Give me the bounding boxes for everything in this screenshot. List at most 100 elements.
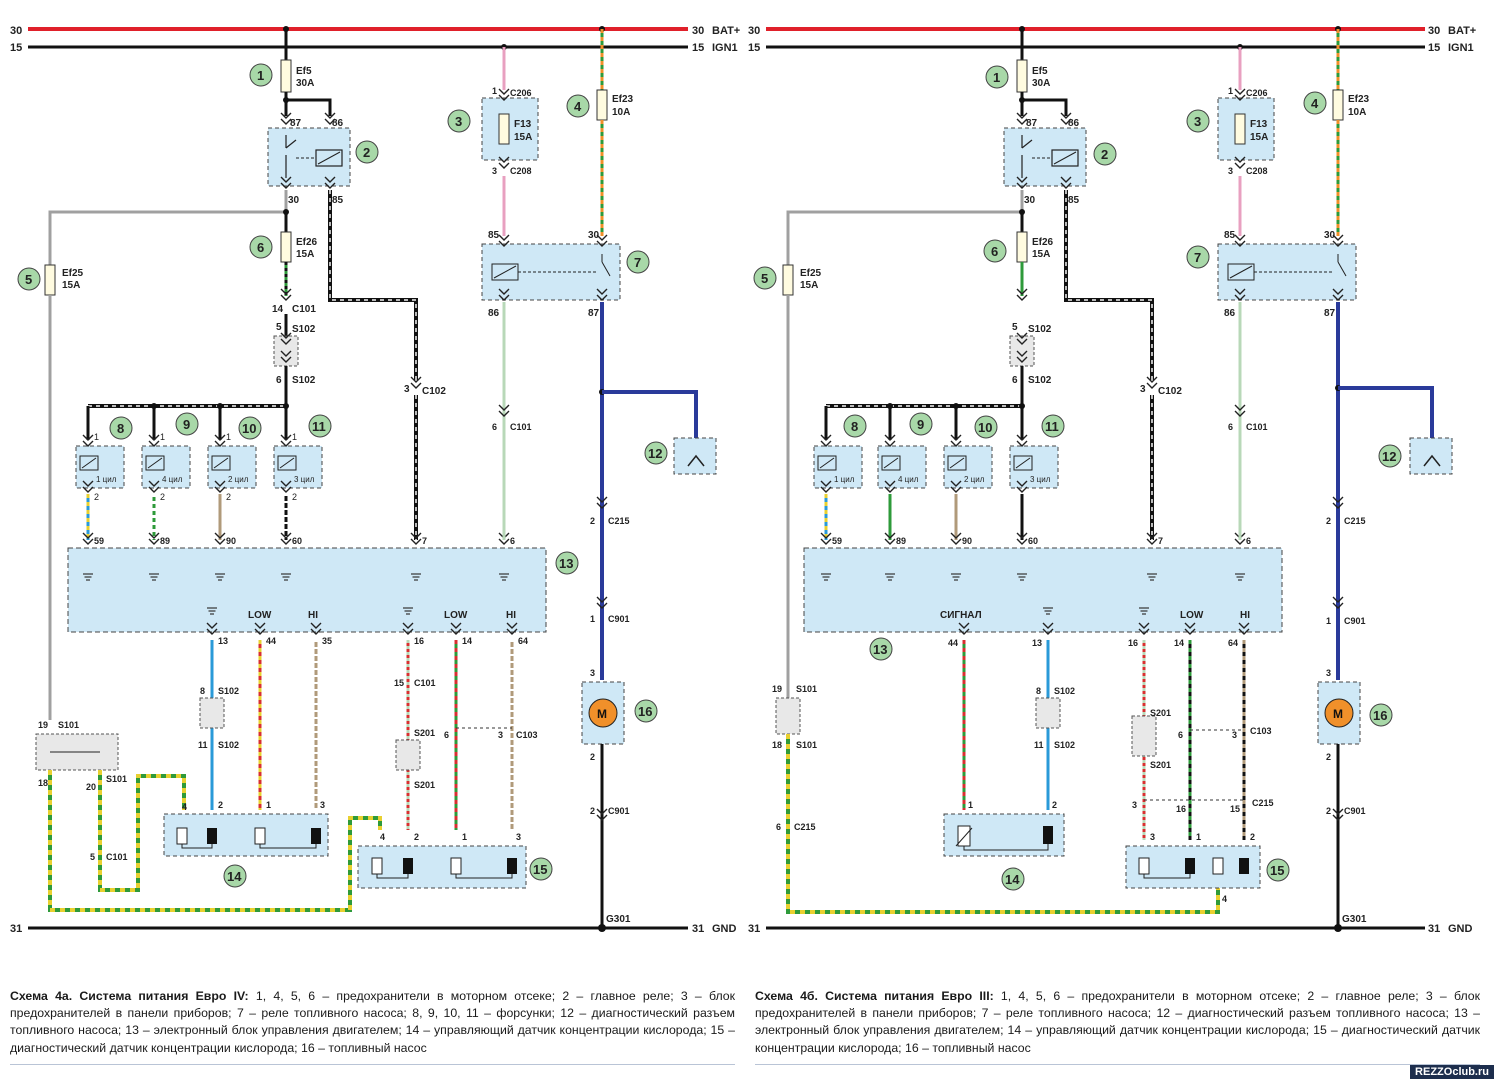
svg-text:2: 2: [218, 800, 223, 810]
svg-text:1: 1: [292, 432, 297, 442]
svg-text:30: 30: [1024, 195, 1036, 206]
diagram-euro-iv: 30 15 31 30 BAT+ 15 IGN1 31 GND Ef5 30A …: [10, 25, 740, 935]
conn-c208-a: C208: [510, 166, 532, 176]
caption-euro-iv-text: 1, 4, 5, 6 – предохранители в моторном о…: [10, 989, 735, 1055]
svg-text:6: 6: [1246, 536, 1251, 546]
fuse-ef26: [280, 231, 292, 263]
conn-c206-b: C206: [1246, 88, 1268, 98]
svg-text:3: 3: [590, 668, 595, 678]
svg-text:10: 10: [978, 420, 992, 435]
conn-s102-d: S102: [218, 740, 239, 750]
fuse-ef5-b: [1016, 59, 1028, 93]
caption-euro-iv: Схема 4а. Система питания Евро IV: 1, 4,…: [10, 988, 735, 1057]
callouts-left: 1 2 3 4 5 6 7 8 9 10 11 12 13 14 15 16: [17, 63, 668, 888]
ecu-module: [67, 547, 547, 633]
svg-text:86: 86: [1224, 308, 1236, 319]
ign-rail-name: IGN1: [712, 42, 738, 54]
svg-text:1: 1: [1326, 616, 1331, 626]
svg-text:10: 10: [242, 421, 256, 436]
conn-c102-b: C102: [1158, 386, 1182, 397]
svg-text:16: 16: [1176, 804, 1186, 814]
svg-text:3: 3: [1228, 166, 1233, 176]
svg-text:16: 16: [638, 704, 652, 719]
conn-c206-a: C206: [510, 88, 532, 98]
fuse-ef23-label-b: Ef23: [1348, 94, 1370, 105]
conn-c101-e: C101: [1246, 422, 1268, 432]
svg-text:6: 6: [257, 240, 264, 255]
svg-text:2: 2: [363, 145, 370, 160]
ecu-module-b: [803, 547, 1283, 633]
fuse-ef23-rating-a: 10A: [612, 107, 630, 118]
conn-c215-b: C215: [794, 822, 816, 832]
conn-s201-d: S201: [1150, 760, 1171, 770]
injector-11-cyl: 3 цил: [294, 475, 315, 484]
svg-text:5: 5: [761, 271, 768, 286]
bat-rail-name: BAT+: [712, 25, 740, 37]
fuse-ef23-label-a: Ef23: [612, 94, 634, 105]
fuse-f13-rating-b: 15A: [1250, 132, 1268, 143]
conn-c101-c: C101: [106, 852, 128, 862]
conn-c101-a: C101: [292, 304, 316, 315]
injector-9-b-cyl: 4 цил: [898, 475, 919, 484]
svg-text:16: 16: [1128, 638, 1138, 648]
svg-text:3: 3: [516, 832, 521, 842]
svg-text:11: 11: [198, 740, 208, 750]
svg-text:4: 4: [182, 802, 187, 812]
conn-c103-b: C103: [1250, 726, 1272, 736]
svg-text:11: 11: [312, 419, 326, 434]
svg-text:3: 3: [404, 384, 410, 395]
bat-rail-right-num-b: 30: [1428, 25, 1440, 37]
svg-text:85: 85: [1224, 230, 1236, 241]
fuse-f13-rating-a: 15A: [514, 132, 532, 143]
svg-text:87: 87: [1026, 118, 1038, 129]
svg-text:1: 1: [993, 70, 1000, 85]
conn-s101-b: S101: [106, 774, 127, 784]
injector-10: 1 2 цил 2: [207, 406, 257, 502]
svg-text:8: 8: [851, 419, 858, 434]
svg-text:18: 18: [38, 778, 48, 788]
gnd-rail-right-num-b: 31: [1428, 923, 1440, 935]
caption-divider-right: [755, 1064, 1480, 1065]
conn-s102-h: S102: [1054, 740, 1075, 750]
svg-text:4: 4: [1311, 96, 1319, 111]
gnd-rail-left-num-b: 31: [748, 923, 760, 935]
conn-s101-a: S101: [58, 720, 79, 730]
gnd-rail-name-b: GND: [1448, 923, 1473, 935]
injector-9-cyl: 4 цил: [162, 475, 183, 484]
svg-text:85: 85: [1068, 195, 1080, 206]
injector-11: 1 3 цил 2: [273, 406, 323, 502]
svg-text:1: 1: [1228, 86, 1233, 96]
svg-text:1: 1: [968, 800, 973, 810]
caption-euro-iv-title: Схема 4а. Система питания Евро IV:: [10, 989, 249, 1003]
fuse-ef26-label-b: Ef26: [1032, 237, 1054, 248]
ecu-low-b: LOW: [444, 610, 468, 621]
svg-text:8: 8: [1036, 686, 1041, 696]
svg-text:12: 12: [1382, 449, 1396, 464]
svg-text:15: 15: [394, 678, 404, 688]
svg-text:1: 1: [160, 432, 165, 442]
ecu-signal: СИГНАЛ: [940, 610, 982, 621]
conn-s102-e: S102: [1028, 324, 1052, 335]
svg-text:30: 30: [588, 230, 600, 241]
svg-text:86: 86: [332, 118, 344, 129]
fuse-ef25-label: Ef25: [62, 268, 84, 279]
svg-text:6: 6: [776, 822, 781, 832]
svg-text:6: 6: [991, 244, 998, 259]
svg-text:6: 6: [276, 375, 282, 386]
ecu-hi-c: HI: [1240, 610, 1250, 621]
svg-text:2: 2: [226, 492, 231, 502]
injector-10-b: 2 цил: [943, 406, 993, 493]
conn-c215-d: C215: [1344, 516, 1366, 526]
svg-text:59: 59: [94, 536, 104, 546]
conn-s101-d: S101: [796, 740, 817, 750]
conn-s102-g: S102: [1054, 686, 1075, 696]
fuel-pump-motor-a: M: [597, 707, 607, 721]
svg-text:8: 8: [200, 686, 205, 696]
svg-text:30: 30: [1324, 230, 1336, 241]
conn-s102-f: S102: [1028, 375, 1052, 386]
svg-text:90: 90: [226, 536, 236, 546]
ign-rail-right-num: 15: [692, 42, 704, 54]
svg-text:3: 3: [1326, 668, 1331, 678]
svg-text:20: 20: [86, 782, 96, 792]
conn-s201-a: S201: [414, 728, 435, 738]
